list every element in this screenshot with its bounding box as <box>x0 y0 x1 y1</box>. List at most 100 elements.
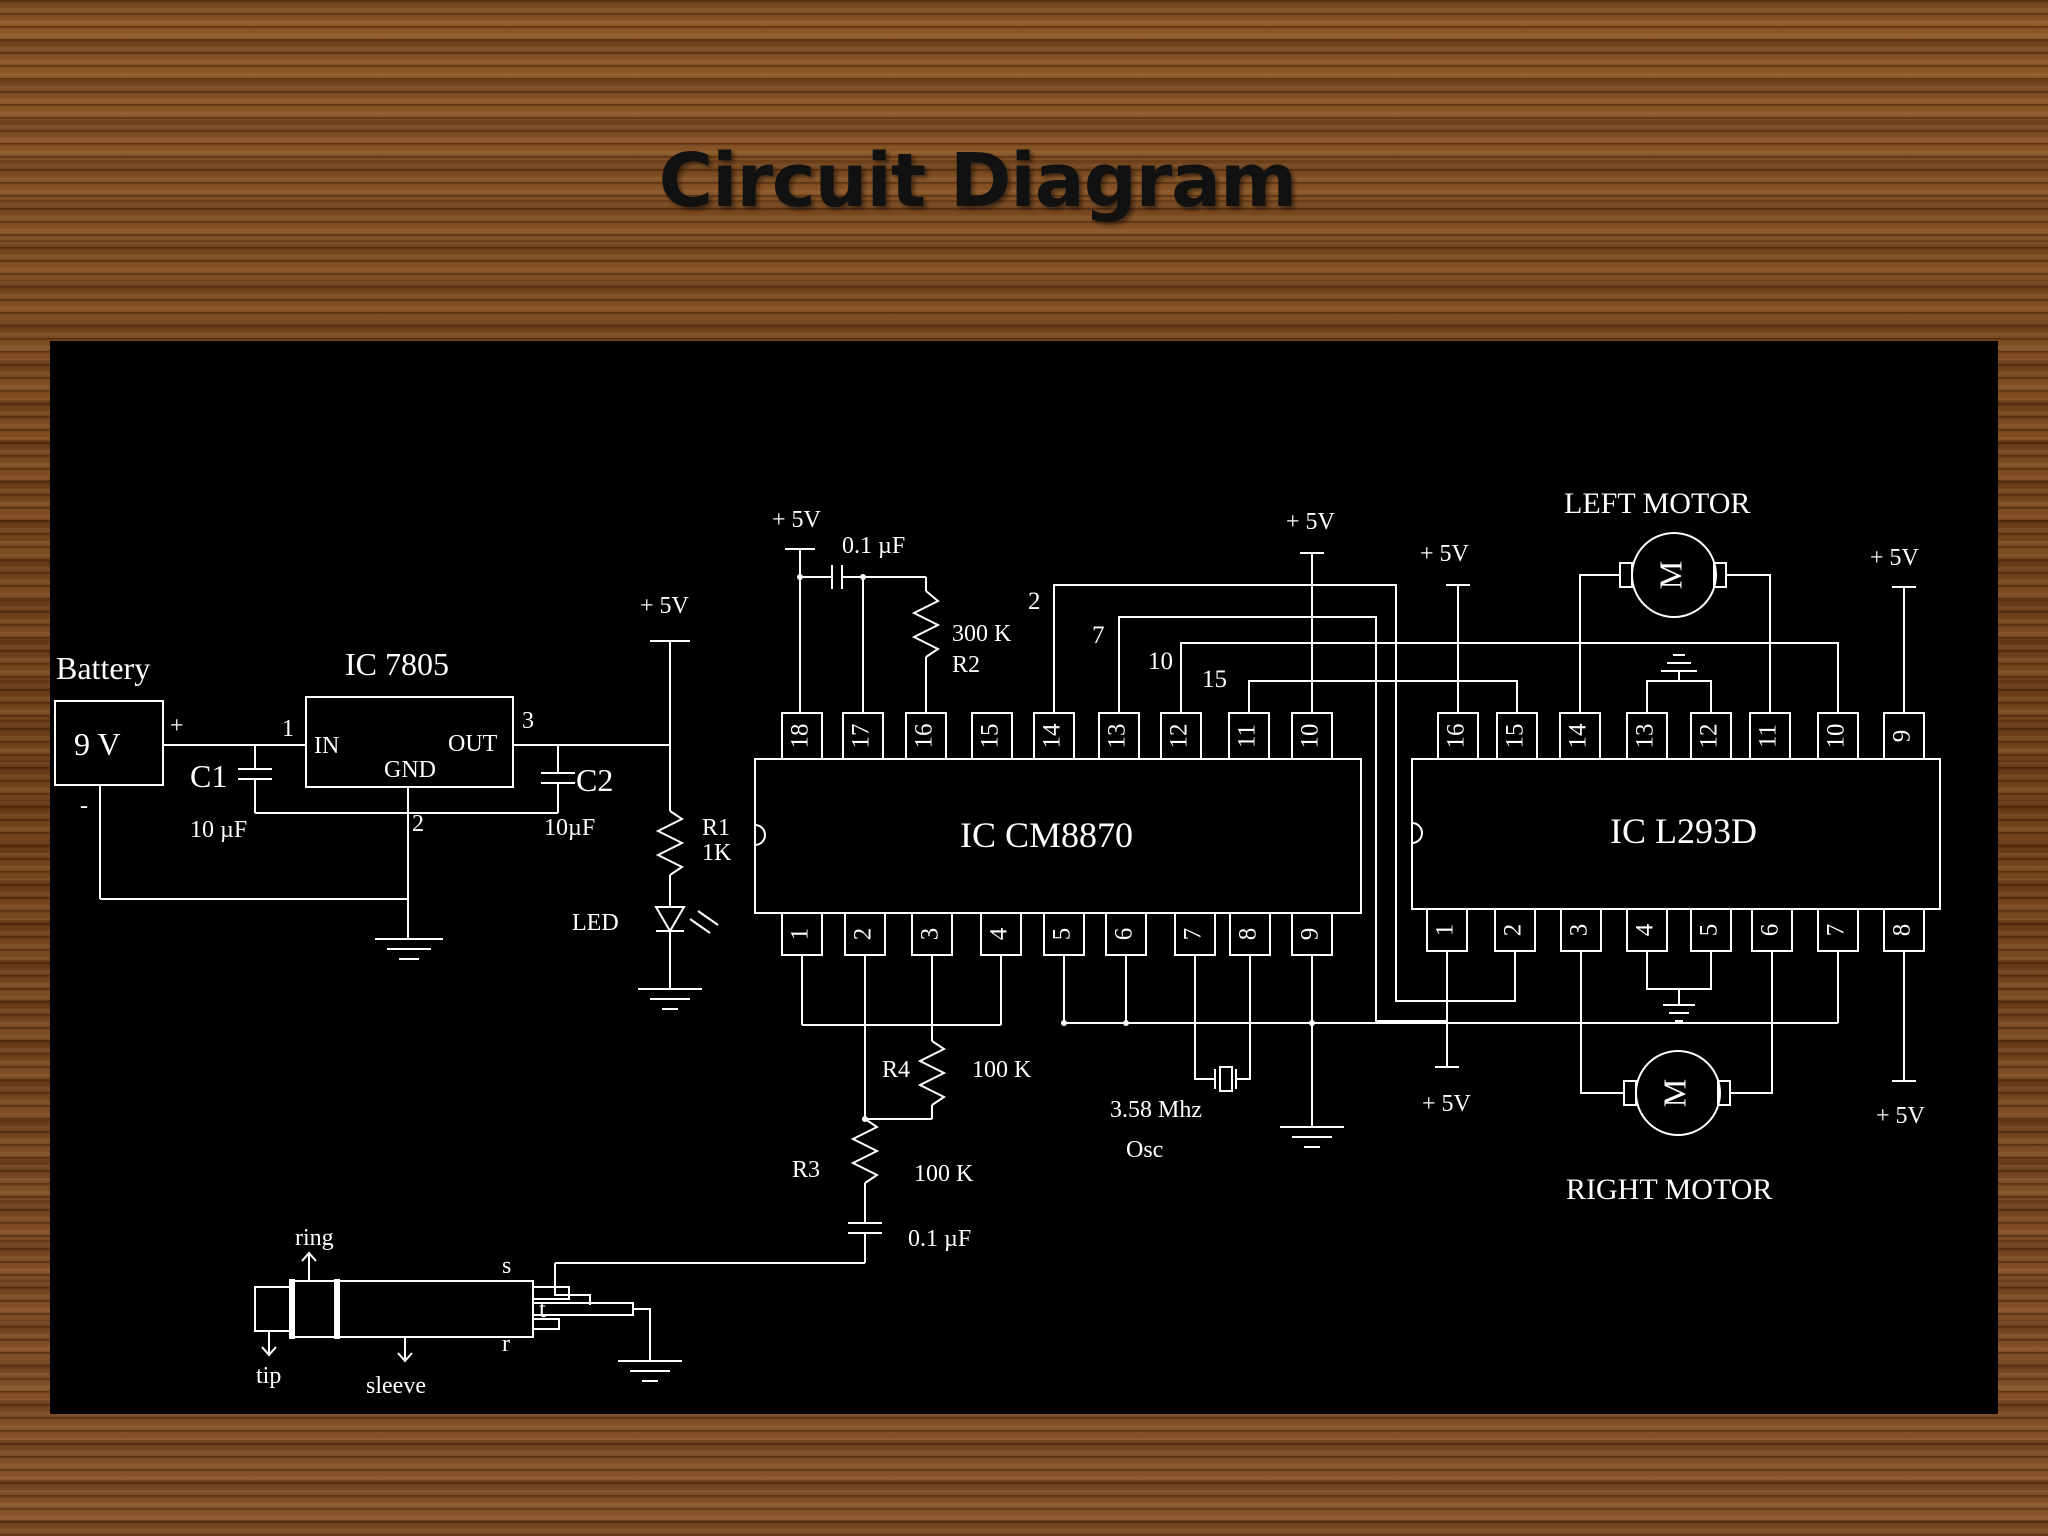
cm8870-bottom-pin-3: 3 <box>917 928 944 941</box>
osc-frequency: 3.58 Mhz <box>1110 1097 1202 1123</box>
r1-value: 1K <box>702 840 732 866</box>
l293d-bottom-pin-2: 2 <box>1500 924 1527 937</box>
ic-7805: IC 7805 IN OUT GND 1 2 3 <box>282 646 534 837</box>
led-branch: + 5V <box>638 593 719 1010</box>
vcc-label-l1: + 5V <box>1422 1091 1472 1117</box>
l293d-wiring: + 5V + 5V + 5V + 5V <box>1378 541 1926 1129</box>
r4-name: R4 <box>882 1057 910 1083</box>
r2-value: 300 K <box>952 621 1012 647</box>
jack-s: s <box>502 1253 511 1279</box>
right-motor-symbol: M <box>1656 1079 1692 1107</box>
l293d-name: IC L293D <box>1610 811 1757 851</box>
jack-r: r <box>502 1331 510 1357</box>
cap-bottom-label: 0.1 µF <box>908 1226 971 1252</box>
r1-name: R1 <box>702 815 730 841</box>
l293d-bottom-pin-6: 6 <box>1757 924 1784 937</box>
c2-name: C2 <box>576 762 613 798</box>
jack-tip: tip <box>256 1363 281 1389</box>
battery-box <box>54 700 164 786</box>
schematic-panel: Battery 9 V + - IC 7805 IN OUT GND <box>50 341 1998 1414</box>
cm8870-bottom-pin-1: 1 <box>787 928 814 941</box>
jack-ring: ring <box>295 1225 334 1251</box>
vcc-label-l16: + 5V <box>1420 541 1470 567</box>
l293d-top-pin-13: 13 <box>1632 724 1659 749</box>
l293d-bottom-pin-8: 8 <box>1889 924 1916 937</box>
battery-minus: - <box>80 793 88 819</box>
vcc-label-led: + 5V <box>640 593 690 619</box>
vcc-label-cm: + 5V <box>772 507 822 533</box>
cm8870-bottom-pins: 1 2 3 4 5 6 7 8 9 <box>781 912 1333 956</box>
right-motor: M RIGHT MOTOR <box>1566 1050 1772 1206</box>
regulator-gnd: GND <box>384 757 436 783</box>
l293d-top-pin-16: 16 <box>1443 724 1470 749</box>
battery: Battery 9 V + - <box>54 650 184 819</box>
regulator-in: IN <box>314 733 339 759</box>
l293d-bottom-pin-3: 3 <box>1566 924 1593 937</box>
vcc-label-l8: + 5V <box>1876 1103 1926 1129</box>
cm8870-bottom-pin-7: 7 <box>1180 928 1207 941</box>
battery-plus: + <box>170 713 184 739</box>
cm8870-bottom-pin-2: 2 <box>850 928 877 941</box>
vcc-label-cm10: + 5V <box>1286 509 1336 535</box>
r3-value: 100 K <box>914 1161 974 1187</box>
l293d-top-pin-11: 11 <box>1755 724 1782 748</box>
cm8870-top-pin-10: 10 <box>1297 724 1324 749</box>
audio-jack <box>254 1251 682 1382</box>
led-label: LED <box>572 910 619 936</box>
cm8870-top-pin-12: 12 <box>1166 724 1193 749</box>
c2-value: 10µF <box>544 815 595 841</box>
c1-value: 10 µF <box>190 817 247 843</box>
cm8870-top-pin-13: 13 <box>1104 724 1131 749</box>
cm8870-bottom-pin-6: 6 <box>1111 928 1138 941</box>
regulator-name: IC 7805 <box>345 646 449 682</box>
cm8870-bottom-pin-5: 5 <box>1049 928 1076 941</box>
cm8870-top-pin-11: 11 <box>1234 724 1261 748</box>
vcc-label-l9: + 5V <box>1870 545 1920 571</box>
left-motor: LEFT MOTOR M <box>1564 487 1750 618</box>
battery-value: 9 V <box>74 726 121 762</box>
cm8870-top-pin-14: 14 <box>1039 723 1066 749</box>
r4-value: 100 K <box>972 1057 1032 1083</box>
cm8870-bottom-pin-8: 8 <box>1235 928 1262 941</box>
cm8870-bottom-pin-9: 9 <box>1297 928 1324 941</box>
ic-cm8870: IC CM8870 <box>754 758 1362 914</box>
left-motor-symbol: M <box>1652 561 1688 589</box>
r3-name: R3 <box>792 1157 820 1183</box>
l293d-top-pin-14: 14 <box>1565 723 1592 749</box>
regulator-pin-1: 1 <box>282 716 294 742</box>
left-motor-label: LEFT MOTOR <box>1564 487 1750 520</box>
cm8870-name: IC CM8870 <box>960 815 1133 855</box>
cm8870-top-pin-17: 17 <box>848 724 875 749</box>
bus-label-7: 7 <box>1092 622 1105 649</box>
cm8870-top-pin-box <box>781 712 823 760</box>
r2-name: R2 <box>952 652 980 678</box>
cm8870-top-pin-16: 16 <box>911 724 938 749</box>
bus-label-15: 15 <box>1202 666 1227 693</box>
l293d-bottom-pin-7: 7 <box>1823 924 1850 937</box>
regulator-body <box>305 696 514 788</box>
regulator-pin-2: 2 <box>412 811 424 837</box>
l293d-top-pin-12: 12 <box>1696 724 1723 749</box>
regulator-pin-3: 3 <box>522 708 534 734</box>
l293d-bottom-pin-4: 4 <box>1632 923 1659 936</box>
l293d-top-pin-10: 10 <box>1823 724 1850 749</box>
osc-label: Osc <box>1126 1137 1163 1163</box>
cm8870-top-pin-18: 18 <box>787 724 814 749</box>
regulator-out: OUT <box>448 731 498 757</box>
power-wires <box>99 744 670 960</box>
l293d-bottom-pin-5: 5 <box>1696 924 1723 937</box>
jack-sleeve: sleeve <box>366 1373 426 1399</box>
c1-name: C1 <box>190 758 227 794</box>
circuit-schematic: Battery 9 V + - IC 7805 IN OUT GND <box>54 487 1941 1399</box>
cap-top-label: 0.1 µF <box>842 533 905 559</box>
cm8870-top-pin-15: 15 <box>977 724 1004 749</box>
l293d-top-pin-9: 9 <box>1889 730 1916 743</box>
ic-l293d: IC L293D <box>1411 758 1941 910</box>
cm8870-top-pins: 18 17 16 15 14 13 12 11 10 <box>781 712 1333 760</box>
l293d-top-pin-15: 15 <box>1502 724 1529 749</box>
cm8870-bottom-pin-4: 4 <box>986 927 1013 940</box>
cm8870-top-pin-box <box>971 712 1013 760</box>
right-motor-label: RIGHT MOTOR <box>1566 1173 1772 1206</box>
l293d-body <box>1411 758 1941 910</box>
